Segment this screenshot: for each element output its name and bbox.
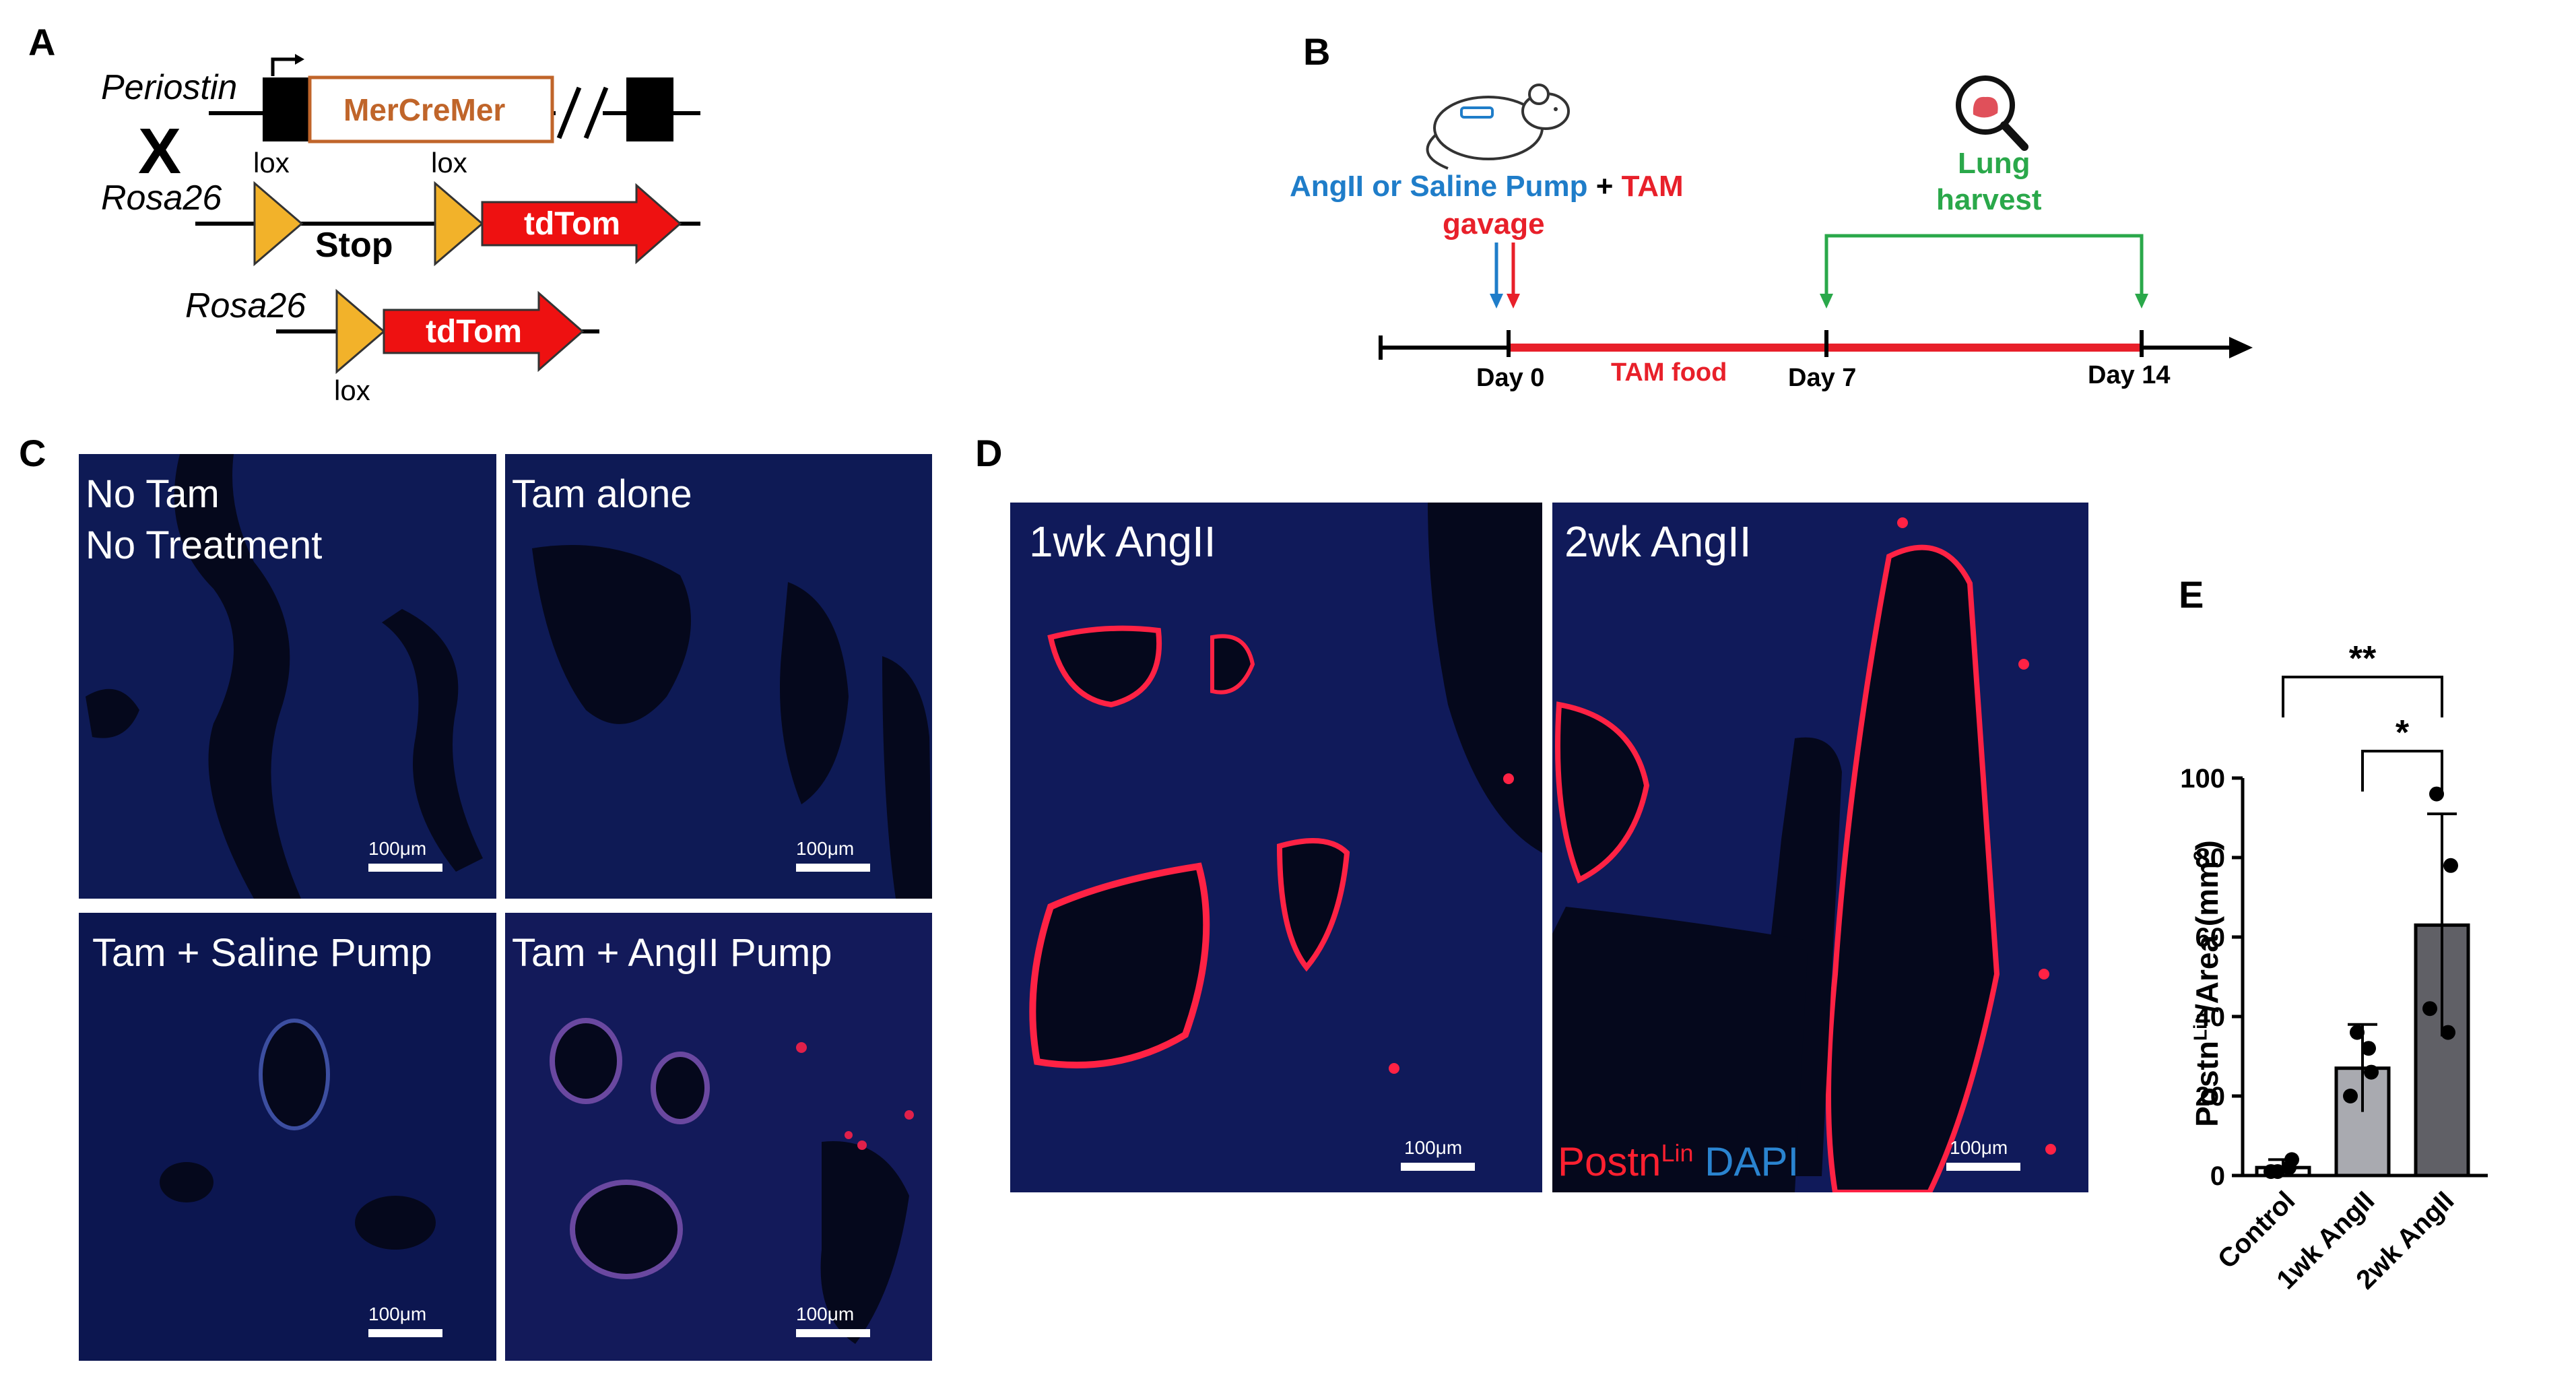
micrograph-label: Tam + Saline Pump xyxy=(92,931,432,975)
tdtom-arrow-1 xyxy=(481,183,682,265)
data-point xyxy=(2443,858,2458,873)
lox-triangle-2 xyxy=(434,181,484,267)
data-point xyxy=(2364,1064,2379,1080)
scale-bar xyxy=(796,1329,870,1337)
data-point xyxy=(2429,786,2444,802)
scale-label: 100μm xyxy=(796,1304,855,1324)
data-point xyxy=(2350,1025,2365,1040)
micrograph-label: No Tam No Treatment xyxy=(86,472,323,567)
scale-bar xyxy=(1946,1163,2020,1171)
plus-label: + xyxy=(1595,170,1614,203)
micrograph-label: 2wk AngII xyxy=(1564,517,1752,566)
timeline-diagram xyxy=(1379,75,2253,360)
pump-label: AngII or Saline Pump xyxy=(1290,170,1588,203)
legend-dapi: DAPI xyxy=(1705,1139,1799,1184)
periostin-exon-1 xyxy=(263,77,310,141)
ylabel-sup: Lin xyxy=(2189,1012,2211,1041)
periostin-exon-2 xyxy=(626,77,673,141)
mouse-icon xyxy=(1426,84,1570,170)
scale-label: 100μm xyxy=(1950,1137,2008,1158)
legend-postn: Postn xyxy=(1558,1139,1661,1184)
stain-legend: PostnLin DAPI xyxy=(1558,1138,1799,1185)
lung-magnifier-icon xyxy=(1956,75,2028,151)
scale-label: 100μm xyxy=(796,838,855,859)
y-tick-label: 20 xyxy=(2195,1082,2226,1112)
micrograph-label: Tam alone xyxy=(512,472,692,516)
data-point xyxy=(2282,1160,2297,1176)
panel-a-letter: A xyxy=(28,21,56,63)
periostin-label: Periostin xyxy=(101,68,238,107)
break-mark-1 xyxy=(556,86,582,139)
micrograph-angii: Tam + AngII Pump 100μm xyxy=(505,913,932,1361)
ylabel-main: Postn xyxy=(2189,1041,2224,1127)
ylabel-sup2: 2 xyxy=(2189,850,2211,862)
tam-label: TAM xyxy=(1621,170,1684,203)
lox-label-1: lox xyxy=(253,147,290,179)
lox-label-2: lox xyxy=(431,147,467,179)
ylabel-end: ) xyxy=(2189,840,2224,851)
scale-label: 100μm xyxy=(1404,1137,1463,1158)
y-tick-label: 0 xyxy=(2210,1161,2225,1191)
stop-label: Stop xyxy=(315,226,393,265)
tdtom-arrow-2 xyxy=(383,290,585,373)
significance-bracket xyxy=(2282,676,2443,717)
micrograph-no-tam: No Tam No Treatment 100μm xyxy=(79,454,496,899)
y-tick-label: 60 xyxy=(2195,923,2226,953)
panel-e-letter: E xyxy=(2179,573,2204,616)
micrograph-label: Tam + AngII Pump xyxy=(512,931,832,975)
y-tick-label: 80 xyxy=(2195,843,2226,873)
panel-b-letter: B xyxy=(1303,30,1331,73)
data-point xyxy=(2361,1041,2376,1056)
lox-label-3: lox xyxy=(334,375,370,406)
rosa26-label-1: Rosa26 xyxy=(101,179,222,218)
gavage-label: gavage xyxy=(1443,207,1545,240)
cross-symbol: X xyxy=(138,115,182,187)
scale-bar xyxy=(368,864,442,872)
scale-bar xyxy=(796,864,870,872)
y-tick-label: 100 xyxy=(2180,764,2225,794)
mercremer-label: MerCreMer xyxy=(343,92,506,127)
significance-label: * xyxy=(2396,713,2410,752)
tdtom-label-2: tdTom xyxy=(426,314,523,350)
panel-c-letter: C xyxy=(19,432,46,474)
day7-label: Day 7 xyxy=(1788,364,1857,392)
break-mark-2 xyxy=(583,86,609,139)
significance-label: ** xyxy=(2349,639,2377,678)
micrograph-saline: Tam + Saline Pump 100μm xyxy=(79,913,496,1361)
pump-tam-label: AngII or Saline Pump + TAM xyxy=(1290,170,1684,203)
tam-food-label: TAM food xyxy=(1611,358,1727,387)
y-tick-label: 40 xyxy=(2195,1002,2226,1032)
micrograph-tam-alone: Tam alone 100μm xyxy=(505,454,932,899)
lox-triangle-1 xyxy=(253,181,304,267)
micrograph-2wk-angii: 2wk AngII PostnLin DAPI 100μm xyxy=(1552,503,2088,1192)
data-point xyxy=(2343,1089,2358,1103)
scale-bar xyxy=(1401,1163,1475,1171)
data-point xyxy=(2441,1025,2455,1040)
day0-label: Day 0 xyxy=(1476,364,1545,392)
mercremer-box xyxy=(308,75,554,143)
lung-label: Lung xyxy=(1958,147,2030,180)
gene-construct-diagram xyxy=(195,54,700,375)
promoter-arrow xyxy=(271,57,296,76)
data-point xyxy=(2422,1001,2437,1017)
day14-label: Day 14 xyxy=(2088,361,2171,389)
significance-bracket xyxy=(2361,750,2443,792)
panel-d-letter: D xyxy=(975,432,1003,474)
harvest-label: harvest xyxy=(1936,183,2042,216)
lox-triangle-3 xyxy=(335,288,386,375)
chart-y-axis-label: PostnLin/Area (mm2) xyxy=(2189,781,2225,1186)
scale-bar xyxy=(368,1329,442,1337)
tdtom-label-1: tdTom xyxy=(524,206,621,242)
legend-postn-sup: Lin xyxy=(1661,1139,1694,1167)
data-point xyxy=(2264,1164,2278,1180)
rosa26-label-2: Rosa26 xyxy=(185,286,306,325)
ylabel-rest: /Area (mm xyxy=(2189,861,2224,1013)
micrograph-1wk-angii: 1wk AngII 100μm xyxy=(1010,503,1542,1192)
scale-label: 100μm xyxy=(368,1304,427,1324)
micrograph-label: 1wk AngII xyxy=(1029,517,1216,566)
scale-label: 100μm xyxy=(368,838,427,859)
